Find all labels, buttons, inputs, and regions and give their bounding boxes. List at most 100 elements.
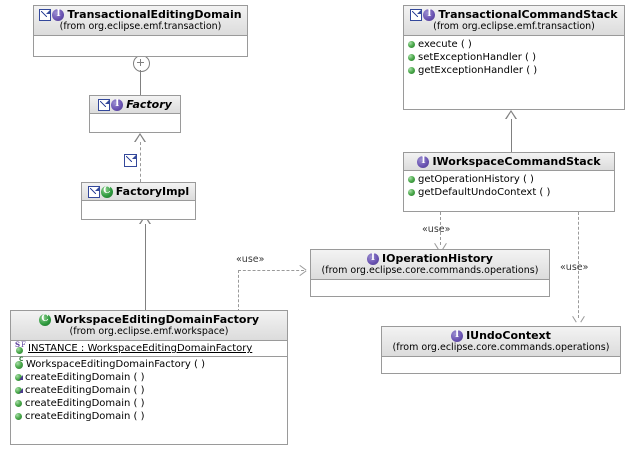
class-member[interactable]: createEditingDomain ( ) (14, 410, 285, 423)
member-label: createEditingDomain ( ) (25, 385, 145, 396)
connector-wedf-to-factoryimpl (145, 224, 146, 310)
interface-icon (423, 8, 436, 21)
class-box-ioperation-history[interactable]: IOperationHistory (from org.eclipse.core… (310, 249, 550, 297)
member-label: WorkspaceEditingDomainFactory ( ) (26, 359, 205, 370)
class-member[interactable]: getDefaultUndoContext ( ) (407, 186, 612, 199)
shortcut-icon (98, 98, 111, 111)
class-member[interactable]: createEditingDomain ( ) (14, 397, 285, 410)
member-label: setExceptionHandler ( ) (418, 52, 537, 63)
class-member[interactable]: WorkspaceEditingDomainFactory ( ) (14, 356, 285, 371)
connector-ted-to-factory-lower (140, 70, 141, 95)
interface-icon (52, 8, 65, 21)
member-label: getOperationHistory ( ) (418, 174, 534, 185)
dependency-arrowhead-iuc (573, 316, 584, 325)
shortcut-icon (39, 8, 52, 21)
operations-compartment: getOperationHistory ( ) getDefaultUndoCo… (404, 171, 614, 200)
class-header: IOperationHistory (from org.eclipse.core… (311, 250, 549, 280)
method-override-icon (15, 374, 23, 381)
interface-icon (451, 329, 464, 342)
nested-containment-icon (133, 55, 150, 72)
member-label: createEditingDomain ( ) (25, 398, 145, 409)
class-name: IUndoContext (466, 329, 551, 342)
attributes-compartment (34, 36, 247, 49)
attributes-compartment (90, 114, 180, 127)
class-member[interactable]: execute ( ) (407, 38, 622, 51)
class-header: IUndoContext (from org.eclipse.core.comm… (382, 327, 620, 357)
generalization-triangle-tcs (505, 110, 517, 120)
attributes-compartment (311, 280, 549, 293)
member-label: getExceptionHandler ( ) (418, 65, 538, 76)
class-name: IOperationHistory (382, 252, 493, 265)
class-box-workspace-editing-domain-factory[interactable]: WorkspaceEditingDomainFactory (from org.… (10, 310, 288, 445)
class-name: WorkspaceEditingDomainFactory (53, 313, 260, 326)
class-header: FactoryImpl (82, 183, 195, 201)
method-icon (408, 189, 415, 196)
class-header: IWorkspaceCommandStack (404, 153, 614, 171)
interface-icon (417, 155, 430, 168)
connector-wedf-to-ioh-horizontal (238, 270, 304, 271)
class-member[interactable]: setExceptionHandler ( ) (407, 51, 622, 64)
method-icon (408, 54, 415, 61)
interface-icon (367, 252, 379, 265)
class-box-iworkspace-command-stack[interactable]: IWorkspaceCommandStack getOperationHisto… (403, 152, 615, 212)
class-box-factory-impl[interactable]: FactoryImpl (81, 182, 196, 220)
class-box-transactional-editing-domain[interactable]: TransactionalEditingDomain (from org.ecl… (33, 5, 248, 57)
class-package: (from org.eclipse.emf.transaction) (59, 21, 222, 32)
class-name: IWorkspaceCommandStack (432, 155, 601, 168)
class-member[interactable]: createEditingDomain ( ) (14, 371, 285, 384)
member-label: getDefaultUndoContext ( ) (418, 187, 551, 198)
class-name: TransactionalEditingDomain (67, 8, 242, 21)
class-box-transactional-command-stack[interactable]: TransactionalCommandStack (from org.ecli… (403, 5, 625, 110)
attributes-compartment (82, 201, 195, 214)
shortcut-marker-icon (124, 154, 137, 167)
member-label: createEditingDomain ( ) (25, 411, 145, 422)
connector-wedf-to-ioh-vertical (238, 270, 239, 312)
member-label: createEditingDomain ( ) (25, 372, 145, 383)
class-header: WorkspaceEditingDomainFactory (from org.… (11, 311, 287, 341)
connector-factoryimpl-to-factory (140, 142, 141, 182)
use-label-right: «use» (560, 262, 589, 273)
class-name: Factory (126, 98, 172, 111)
class-package: (from org.eclipse.emf.transaction) (433, 21, 595, 32)
class-box-factory[interactable]: Factory (89, 95, 181, 133)
dependency-arrowhead-ioh-left (300, 265, 309, 276)
class-header: Factory (90, 96, 180, 114)
connector-iwcs-to-iuc (578, 212, 579, 318)
member-label: execute ( ) (418, 39, 472, 50)
connector-iwcs-to-tcs (511, 119, 512, 152)
use-label-left: «use» (236, 254, 265, 265)
method-override-icon (15, 387, 23, 394)
method-icon (408, 67, 415, 74)
operations-compartment: execute ( ) setExceptionHandler ( ) getE… (404, 36, 624, 78)
class-member[interactable]: getOperationHistory ( ) (407, 173, 612, 186)
method-icon (408, 41, 415, 48)
class-name: FactoryImpl (115, 185, 190, 198)
realization-triangle-factory (134, 133, 146, 143)
shortcut-icon (410, 8, 423, 21)
class-package: (from org.eclipse.emf.workspace) (69, 326, 229, 337)
interface-icon (111, 98, 124, 111)
class-member[interactable]: getExceptionHandler ( ) (407, 64, 622, 77)
class-package: (from org.eclipse.core.commands.operatio… (392, 342, 610, 353)
class-icon (38, 313, 51, 326)
class-header: TransactionalCommandStack (from org.ecli… (404, 6, 624, 36)
operations-compartment: WorkspaceEditingDomainFactory ( ) create… (11, 356, 287, 424)
class-header: TransactionalEditingDomain (from org.ecl… (34, 6, 247, 36)
constructor-icon (15, 356, 23, 369)
method-icon (15, 400, 22, 407)
class-member[interactable]: createEditingDomain ( ) (14, 384, 285, 397)
member-label: INSTANCE : WorkspaceEditingDomainFactory (28, 343, 253, 354)
method-icon (408, 176, 415, 183)
class-box-iundo-context[interactable]: IUndoContext (from org.eclipse.core.comm… (381, 326, 621, 374)
class-icon (100, 185, 113, 198)
use-label-top: «use» (422, 224, 451, 235)
connector-iwcs-to-ioh (440, 212, 441, 245)
class-name: TransactionalCommandStack (438, 8, 618, 21)
shortcut-icon (87, 185, 100, 198)
attributes-compartment (382, 357, 620, 370)
class-package: (from org.eclipse.core.commands.operatio… (321, 265, 539, 276)
